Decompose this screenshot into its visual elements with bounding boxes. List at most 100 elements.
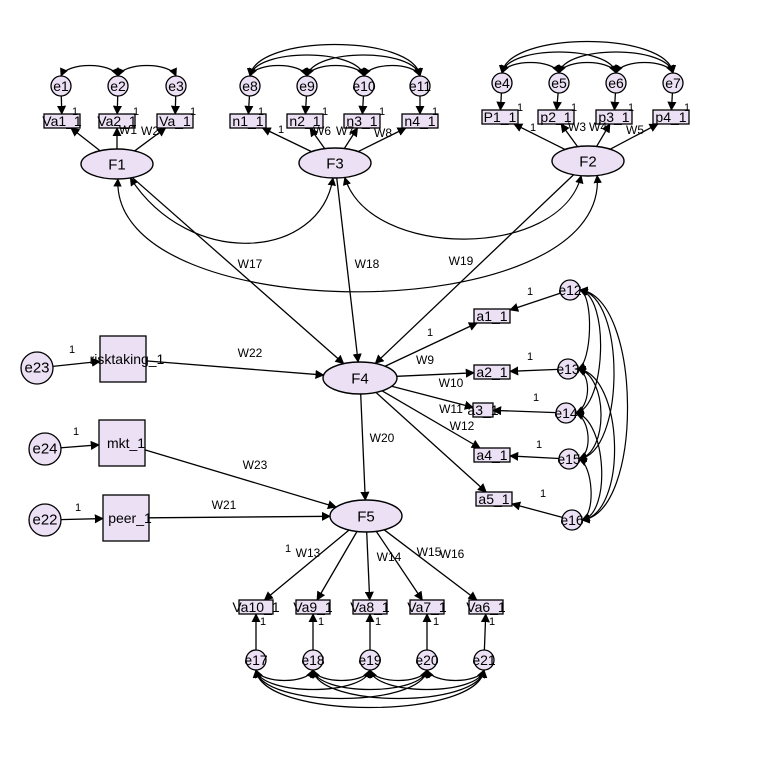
latent-factor-F2 — [551, 145, 625, 177]
loading-F5-Va7 — [375, 530, 423, 601]
fixed-parameter-label: 1 — [533, 392, 539, 404]
error-label-e13: e13 — [556, 361, 580, 377]
weight-label-W21: W21 — [212, 498, 237, 512]
fixed-parameter-label: 1 — [72, 106, 78, 118]
loading-F1-Va1 — [70, 127, 101, 152]
fixed-parameter-label: 1 — [260, 616, 266, 628]
weight-label-W13: W13 — [296, 546, 321, 560]
fixed-parameter-label: 1 — [190, 106, 196, 118]
error-term-e8 — [239, 75, 261, 97]
weight-label-W3: W3 — [568, 120, 586, 134]
loading-F2-P1 — [513, 123, 566, 151]
covariance-arc-e5-e6 — [558, 62, 617, 74]
fixed-parameter-label: 1 — [73, 426, 79, 438]
indicator-label-a3: a3_1 — [467, 402, 498, 418]
error-label-e21: e21 — [472, 652, 496, 668]
covariance-arc-e17-e21 — [252, 669, 488, 709]
error-term-e12 — [559, 279, 581, 301]
error-label-e8: e8 — [242, 78, 258, 94]
weight-label-W8: W8 — [374, 126, 392, 140]
covariance-arc-e5-e7 — [556, 51, 676, 74]
covariance-arc-e12-e15 — [578, 286, 615, 463]
path-e4-P1 — [496, 92, 506, 111]
error-label-e12: e12 — [558, 282, 582, 298]
covariance-arc-e10-e11 — [363, 65, 421, 77]
error-label-e4: e4 — [494, 75, 510, 91]
covariance-arc-e1-e2 — [60, 65, 119, 77]
weight-label-W11: W11 — [439, 402, 463, 416]
fixed-parameter-label: 1 — [432, 106, 438, 118]
exogenous-variable-peer — [102, 494, 150, 542]
path-e3-Va3 — [170, 95, 180, 115]
fixed-parameter-label: 1 — [433, 616, 439, 628]
indicator-n4 — [401, 113, 439, 129]
error-label-e17: e17 — [244, 652, 268, 668]
error-label-e24: e24 — [32, 441, 57, 458]
path-e9-n2 — [301, 95, 311, 115]
exogenous-label-risk: risktaking_1 — [90, 351, 165, 367]
indicator-label-a1: a1_1 — [476, 308, 507, 324]
fixed-parameter-label: 1 — [133, 106, 139, 118]
indicator-p3 — [595, 109, 633, 125]
fixed-parameter-label: 1 — [489, 616, 495, 628]
path-e13-a2 — [509, 366, 559, 376]
path-e14-a3 — [492, 406, 557, 416]
fixed-parameter-label: 1 — [530, 122, 536, 134]
indicator-Va7 — [409, 599, 445, 615]
loading-F4-a2 — [396, 368, 475, 378]
indicator-a4 — [473, 447, 511, 463]
path-e10-n3 — [358, 95, 368, 115]
error-label-e6: e6 — [608, 75, 624, 91]
weight-label-W10: W10 — [439, 376, 464, 390]
path-e15-a4 — [509, 451, 560, 461]
fixed-parameter-label: 1 — [628, 102, 634, 114]
error-term-e17 — [245, 649, 267, 671]
indicator-Va3 — [156, 113, 194, 129]
indicator-label-p2: p2_1 — [540, 109, 571, 125]
error-label-e1: e1 — [53, 78, 69, 94]
structural-path-F2-F4 — [374, 174, 575, 365]
covariance-arc-e8-e9 — [249, 65, 308, 77]
fixed-parameter-label: 1 — [527, 286, 533, 298]
error-term-e1 — [50, 75, 72, 97]
loading-F4-a4 — [381, 390, 481, 449]
path-e16-a5 — [511, 501, 563, 519]
error-term-e3 — [165, 75, 187, 97]
covariance-arc-e8-e10 — [247, 54, 367, 77]
error-term-e21 — [473, 649, 495, 671]
indicator-label-a5: a5_1 — [478, 491, 509, 507]
path-e21-Va6 — [480, 613, 490, 651]
weight-label-W16: W16 — [440, 547, 465, 561]
covariance-arc-e8-e11 — [246, 43, 424, 77]
indicator-label-a4: a4_1 — [476, 447, 507, 463]
indicator-label-Va6: Va6_1 — [466, 599, 506, 615]
error-term-e20 — [416, 649, 438, 671]
covariance-arc-e20-e21 — [426, 669, 485, 681]
indicator-label-n3: n3_1 — [346, 113, 377, 129]
loading-F4-a1 — [384, 322, 478, 367]
weight-label-W15: W15 — [417, 545, 442, 559]
indicator-label-n1: n1_1 — [232, 113, 263, 129]
covariance-arc-e19-e20 — [369, 669, 428, 681]
indicator-Va10 — [238, 599, 274, 615]
structural-path-F3-F4 — [336, 177, 362, 363]
weight-label-W9: W9 — [416, 353, 434, 367]
structural-path-F4-F5 — [360, 393, 370, 501]
error-term-e4 — [491, 72, 513, 94]
exogenous-label-peer: peer_1 — [108, 510, 152, 526]
weight-label-W14: W14 — [377, 550, 402, 564]
structural-path-F1-F4 — [131, 177, 345, 365]
path-e6-p3 — [610, 92, 620, 111]
covariance-arc-e12-e13 — [577, 289, 591, 370]
fixed-parameter-label: 1 — [69, 344, 75, 356]
error-label-e16: e16 — [560, 512, 584, 528]
error-label-e5: e5 — [551, 75, 567, 91]
indicator-Va9 — [295, 599, 331, 615]
loading-F4-a3 — [391, 385, 474, 410]
error-label-e22: e22 — [32, 512, 57, 529]
fixed-parameter-label: 1 — [379, 106, 385, 118]
error-term-e18 — [302, 649, 324, 671]
path-e23-risk — [46, 357, 101, 368]
loading-F5-Va6 — [383, 529, 478, 601]
latent-factor-label-F5: F5 — [357, 509, 375, 526]
